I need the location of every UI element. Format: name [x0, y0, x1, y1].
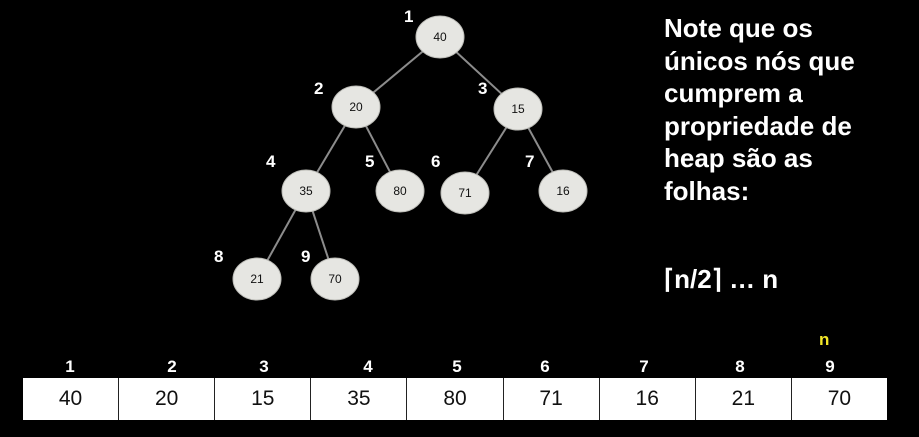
array-cell: 20	[119, 378, 216, 420]
explanation-text: Note que os únicos nós que cumprem a pro…	[664, 12, 914, 207]
node-circle	[493, 87, 543, 131]
node-circle	[440, 171, 490, 215]
node-circle	[310, 257, 360, 301]
note-line: únicos nós que	[664, 45, 855, 76]
note-line: heap são as	[664, 143, 813, 173]
node-value: 71	[458, 186, 472, 200]
node-index: 1	[404, 7, 413, 26]
node-circle	[281, 169, 331, 213]
array-index: 7	[639, 357, 649, 376]
node-value: 20	[349, 100, 363, 114]
node-circle	[331, 85, 381, 129]
node-value: 70	[328, 272, 342, 286]
note-line: Note que os	[664, 13, 813, 43]
node-index: 7	[525, 152, 534, 171]
node-value: 80	[393, 184, 407, 198]
node-value: 15	[511, 102, 525, 116]
n-marker: n	[819, 330, 830, 349]
array-cell: 40	[23, 378, 120, 420]
node-index: 3	[478, 79, 487, 98]
tree-node: 16 7	[525, 152, 588, 213]
array-cell: 70	[827, 387, 852, 410]
array-index: 1	[65, 357, 75, 376]
note-line: propriedade de	[664, 110, 852, 141]
heap-array: 40 20 15 35 80 71 16 21 70	[22, 377, 888, 421]
array-cell: 16	[600, 378, 696, 420]
node-value: 21	[250, 272, 264, 286]
node-index: 6	[431, 152, 440, 171]
leaf-range: ⌈n/2⌉ … n	[664, 264, 779, 294]
node-index: 2	[314, 79, 323, 98]
array-index: 2	[167, 357, 177, 376]
node-value: 16	[556, 184, 570, 198]
tree-node: 21 8	[214, 247, 282, 301]
array-index: 8	[735, 357, 745, 376]
node-index: 4	[266, 152, 276, 171]
array-cell: 35	[311, 378, 408, 420]
array-cell: 21	[696, 378, 792, 420]
node-value: 35	[299, 184, 313, 198]
node-value: 40	[433, 30, 447, 44]
node-index: 5	[365, 152, 374, 171]
tree-node: 20 2	[314, 79, 381, 129]
array-cell: 15	[215, 378, 312, 420]
tree-node: 40 1	[404, 7, 465, 59]
array-index: 6	[540, 357, 550, 376]
node-circle	[538, 169, 588, 213]
tree-node: 35 4	[266, 152, 331, 213]
tree-node: 71 6	[431, 152, 490, 215]
node-index: 8	[214, 247, 223, 266]
note-line: folhas:	[664, 175, 750, 206]
tree-node: 15 3	[478, 79, 543, 131]
array-cell: 80	[407, 378, 504, 420]
heap-tree: 40 1 20 2 15 3 35 4 80 5 71 6 16 7 21 8 70 9	[214, 7, 588, 301]
tree-node: 80 5	[365, 152, 425, 213]
array-cell: 71	[504, 378, 600, 420]
tree-node: 70 9	[301, 247, 360, 301]
note-line: cumprem a	[664, 78, 803, 108]
node-circle	[232, 257, 282, 301]
node-circle	[375, 169, 425, 213]
array-index: 5	[452, 357, 462, 376]
array-index: 9	[825, 357, 835, 376]
node-circle	[415, 15, 465, 59]
node-index: 9	[301, 247, 310, 266]
array-index: 3	[259, 357, 269, 376]
array-index: 4	[363, 357, 373, 376]
